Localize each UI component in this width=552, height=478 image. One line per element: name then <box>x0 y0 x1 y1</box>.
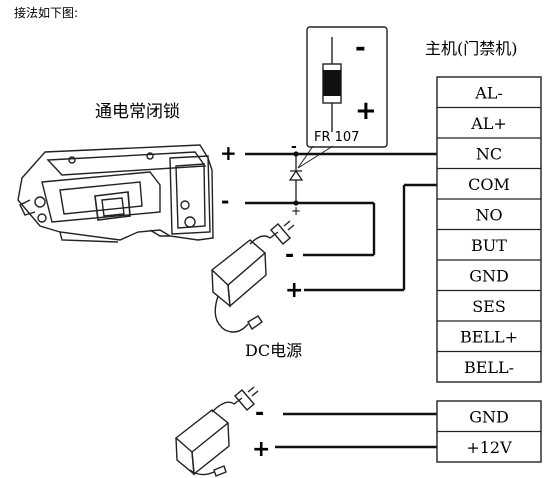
lock-minus: - <box>221 189 229 213</box>
power-terminal-label: GND <box>469 407 509 426</box>
wires <box>245 152 437 449</box>
controller-terminal-label: BELL- <box>464 358 514 377</box>
diode-symbol <box>288 151 304 206</box>
power-adapter-icon <box>210 220 295 333</box>
diode-plus: + <box>355 96 377 126</box>
diode-model: FR 107 <box>314 130 359 145</box>
controller-title: 主机(门禁机) <box>425 39 518 58</box>
wire-mark-minus: - <box>291 139 297 155</box>
power-terminal-block: GND +12V <box>436 400 542 463</box>
controller-terminal-label: SES <box>472 297 506 316</box>
diode-component <box>306 26 388 148</box>
controller-terminal-label: GND <box>469 266 509 285</box>
controller-terminal-label: COM <box>468 175 510 194</box>
controller-terminal-label: NO <box>475 205 502 224</box>
controller-terminal-label: AL+ <box>470 114 507 133</box>
controller-terminal-label: NC <box>476 144 502 163</box>
power-terminal-label: +12V <box>466 438 512 457</box>
supply-caption: DC电源 <box>245 341 302 360</box>
header-note: 接法如下图: <box>14 5 78 20</box>
diode-minus: - <box>355 33 366 63</box>
controller-terminal-label: BELL+ <box>460 327 518 346</box>
electric-lock-icon <box>17 144 214 243</box>
power-adapter-2-icon <box>174 386 259 477</box>
lock-plus: + <box>220 141 237 165</box>
controller-terminal-block: AL- AL+ NC COM NO BUT GND SES BELL+ BELL- <box>436 76 542 383</box>
supply-plus: + <box>285 278 303 303</box>
controller-terminal-label: BUT <box>471 236 507 255</box>
lock-title: 通电常闭锁 <box>95 102 180 122</box>
supply-minus: - <box>285 243 294 268</box>
wire-mark-plus: + <box>291 204 301 218</box>
supply2-plus: + <box>252 437 270 462</box>
controller-terminal-label: AL- <box>474 83 503 102</box>
supply2-minus: - <box>255 401 264 426</box>
